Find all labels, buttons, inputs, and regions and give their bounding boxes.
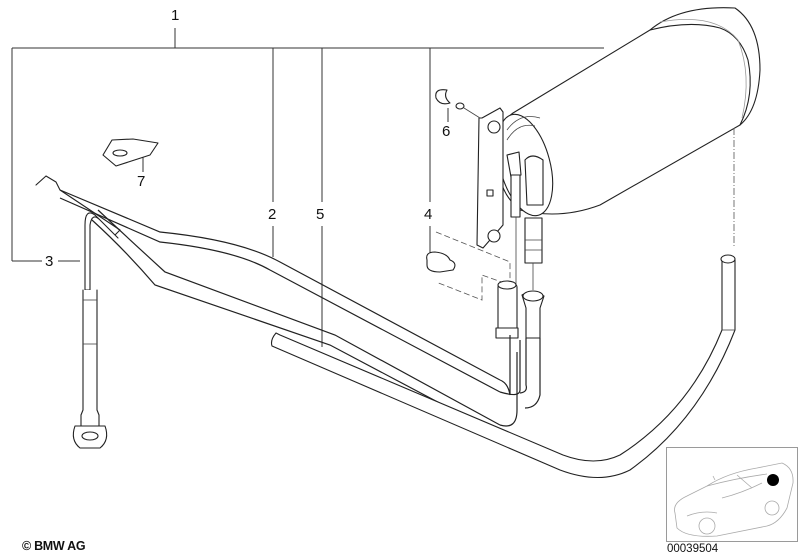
copyright-label: © BMW AG	[22, 539, 86, 553]
callout-2: 2	[267, 206, 278, 223]
diagram-reference-number: 00039504	[667, 543, 719, 555]
connector-pipes	[495, 280, 545, 339]
callout-3: 3	[44, 253, 55, 270]
car-outline-icon	[674, 462, 794, 537]
callout-leaders	[58, 108, 449, 347]
hose-5	[270, 254, 736, 478]
callout-7: 7	[136, 173, 147, 190]
clamp-4	[426, 231, 511, 301]
pipe-2	[59, 189, 541, 436]
clip-7	[102, 138, 159, 167]
carbon-canister	[496, 7, 761, 295]
callout-6: 6	[441, 123, 452, 140]
nut-washer-6	[435, 89, 481, 119]
mounting-bracket	[476, 107, 504, 249]
callout-1-leader	[11, 28, 604, 262]
vehicle-locator-thumbnail	[666, 447, 798, 542]
callout-5: 5	[315, 206, 326, 223]
pipe-3	[35, 175, 121, 449]
location-marker-icon	[767, 474, 779, 486]
callout-4: 4	[423, 206, 434, 223]
callout-1: 1	[170, 7, 181, 24]
